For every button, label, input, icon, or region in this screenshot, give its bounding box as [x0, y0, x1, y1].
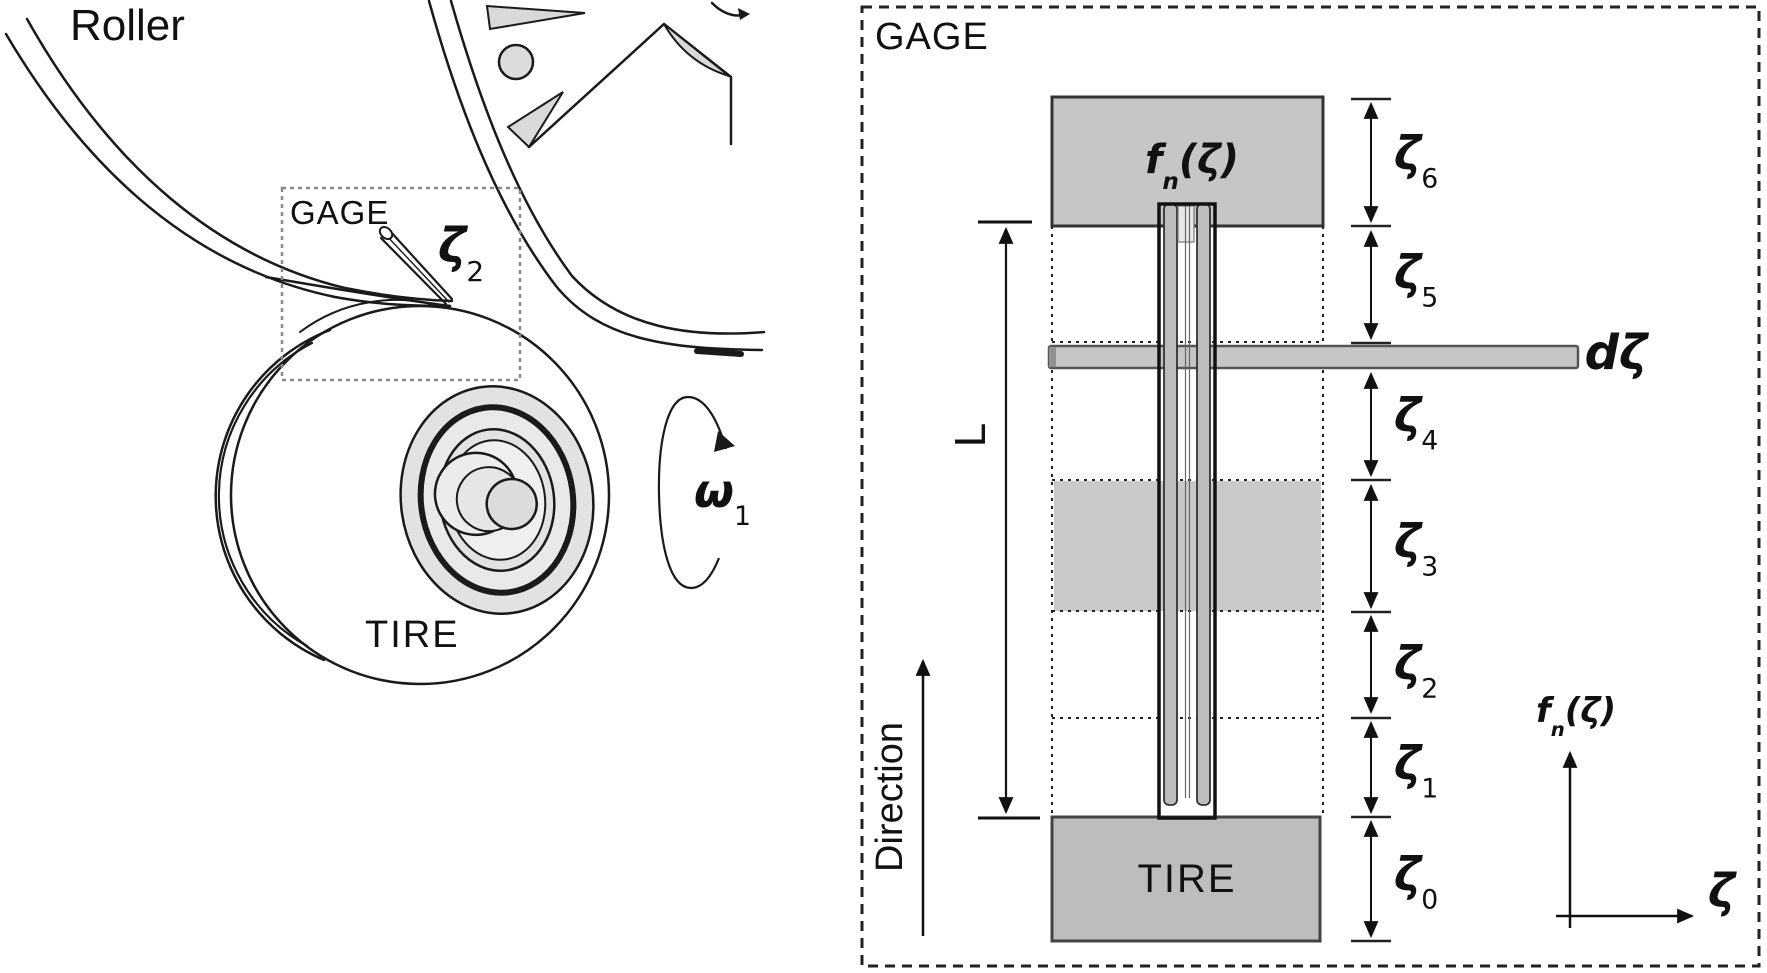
zeta-subscript: 4 — [1421, 425, 1439, 457]
zeta-subscript: 6 — [1421, 163, 1439, 195]
gage-callout-dashed-box — [280, 186, 522, 382]
zeta-symbol: ζ — [1394, 514, 1422, 569]
length-ticks — [978, 220, 1040, 820]
direction-label: Direction — [869, 722, 911, 872]
tire-sidewall-arc — [214, 328, 332, 662]
zeta2-label: ζ2 — [1394, 641, 1438, 703]
zeta3-block — [1054, 481, 1321, 611]
roller-label: Roller — [70, 1, 185, 50]
tire-block-label: TIRE — [1137, 857, 1237, 901]
zeta0-label: ζ0 — [1394, 852, 1438, 914]
zeta-symbol: ζ — [1394, 126, 1422, 181]
tire-label: TIRE — [365, 614, 460, 656]
zeta5-label: ζ5 — [1394, 250, 1438, 312]
zeta2-symbol: ζ — [438, 218, 467, 274]
dzeta-slice-bar — [1047, 344, 1580, 370]
omega1-label: ω1 — [694, 468, 751, 530]
rotation-arrow-omega1 — [657, 395, 735, 590]
fn-zeta-axis — [1556, 750, 1695, 928]
fn-arg: (ζ) — [1178, 136, 1240, 183]
dzeta-label: dζ — [1584, 325, 1648, 381]
zeta-subscript: 0 — [1421, 884, 1439, 916]
omega-symbol: ω — [694, 464, 734, 518]
zeta-subscript: 2 — [1421, 673, 1439, 705]
zeta-symbol: ζ — [1394, 245, 1422, 300]
axis-xlabel: ζ — [1708, 864, 1736, 918]
gage-needle — [378, 226, 454, 306]
load-block-label: fn(ζ) — [1144, 136, 1240, 193]
tire-hub — [399, 385, 595, 615]
zeta-symbol: ζ — [1394, 388, 1422, 443]
roller-drawing — [4, 0, 766, 357]
axle-knob — [485, 477, 538, 531]
gauge-pin — [1157, 202, 1217, 820]
gage-box-label: GAGE — [875, 16, 989, 58]
gage-schematic — [860, 5, 1761, 968]
zeta1-label: ζ1 — [1394, 741, 1438, 803]
zeta3-label: ζ3 — [1394, 519, 1438, 581]
length-label: L — [946, 422, 995, 448]
zeta-subscript: 1 — [1421, 773, 1439, 805]
axis-ylabel: fn(ζ) — [1536, 691, 1616, 739]
omega-subscript: 1 — [733, 501, 751, 533]
zeta-symbol: ζ — [1394, 636, 1422, 691]
zeta-subscript: 3 — [1421, 551, 1439, 583]
segment-column-dashed — [1051, 226, 1324, 817]
frame-peak — [527, 22, 733, 149]
fn-sub: n — [1162, 167, 1179, 195]
web-end-thick — [694, 348, 744, 357]
zeta-symbol: ζ — [1394, 847, 1422, 902]
zeta4-label: ζ4 — [1394, 393, 1438, 455]
zeta6-label: ζ6 — [1394, 131, 1438, 193]
zeta-symbol: ζ — [1394, 736, 1422, 791]
zeta2-subscript: 2 — [466, 254, 485, 288]
dimension-ticks — [1351, 97, 1391, 943]
wedge-top — [485, 4, 586, 31]
gage-dashed-border — [860, 5, 1761, 968]
zeta2-callout-label: ζ2 — [438, 222, 484, 285]
tire-drawing — [214, 298, 611, 686]
fn-arg: (ζ) — [1564, 691, 1616, 732]
fn-f: f — [1536, 691, 1551, 732]
zeta-subscript: 5 — [1421, 282, 1439, 314]
fn-f: f — [1144, 136, 1163, 183]
fn-sub: n — [1550, 717, 1565, 741]
dzeta-bar-endcap — [1049, 347, 1056, 367]
wedge-mid — [506, 91, 564, 149]
gage-callout-label: GAGE — [290, 194, 390, 231]
pivot-circle — [497, 43, 535, 81]
